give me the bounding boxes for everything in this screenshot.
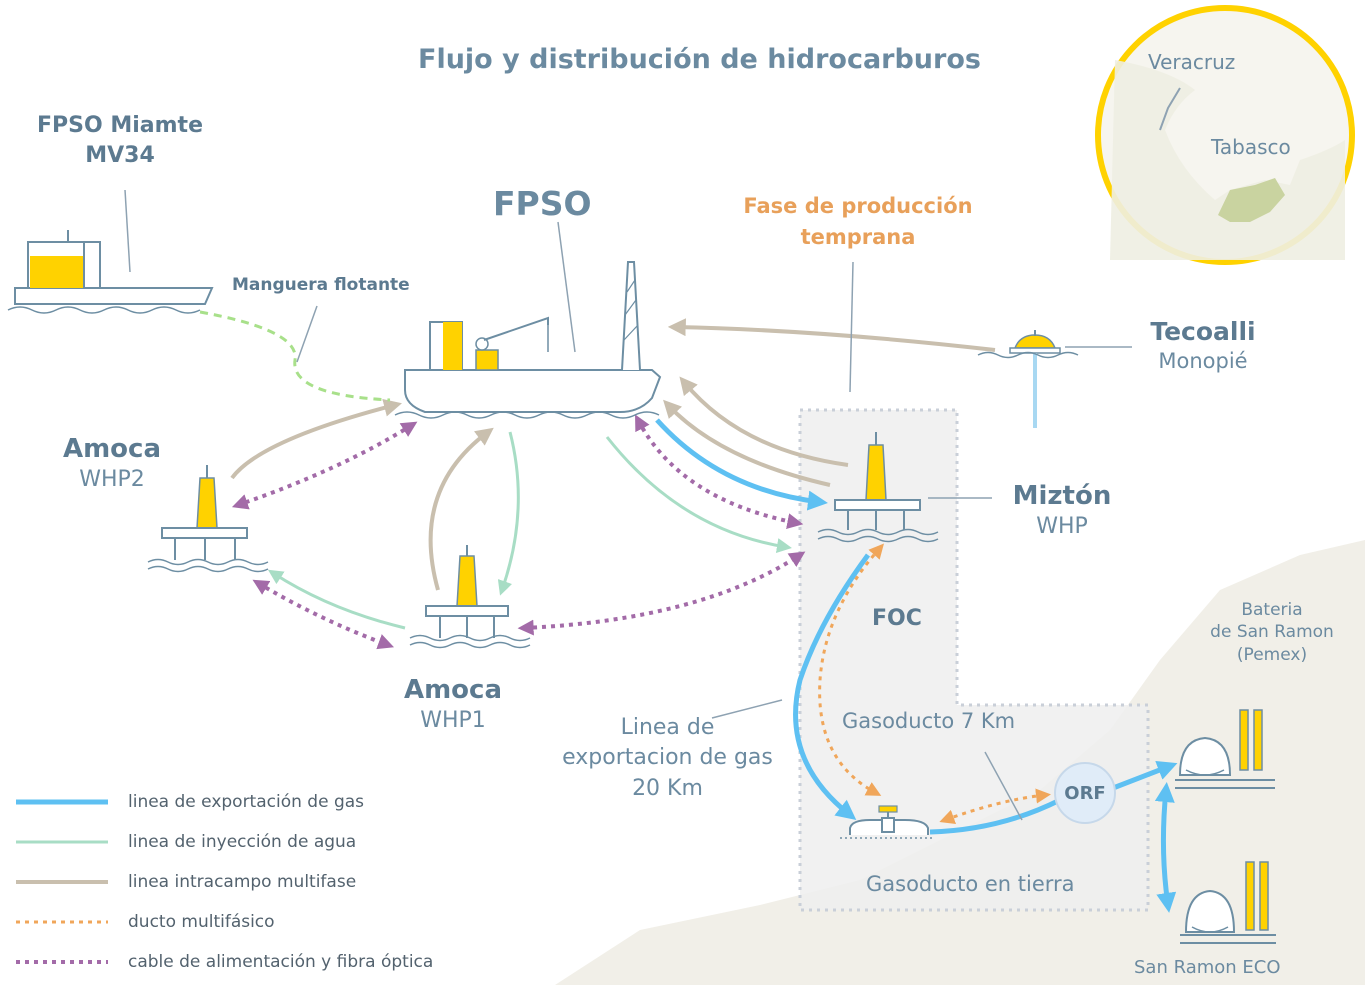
legend-item-multiphase-duct: ducto multifásico [16,912,275,932]
intrafield-line-amoca1 [428,427,494,591]
mizton-name: Miztón [1012,481,1112,511]
mizton-whp-label: Miztón WHP [1002,481,1122,541]
amoca-whp1-type: WHP1 [420,708,486,734]
foc-label: FOC [872,606,922,631]
amoca-whp2-label: Amoca WHP2 [52,434,172,494]
gas-export-mizton-shore [793,553,871,820]
leader-lines [124,189,1132,821]
orf-circle [1054,762,1116,824]
mizton-type: WHP [1036,514,1088,540]
amoca-whp1-label: Amoca WHP1 [393,675,513,735]
san-ramon-eco-label: San Ramon ECO [1134,957,1281,978]
multiphase-duct-mizton-shore [818,543,884,796]
amoca-whp2-platform [147,465,269,573]
fase-line1: Fase de producción [743,194,973,218]
legend-item-intrafield: linea intracampo multifase [16,872,356,892]
water-line-amoca1 [497,431,520,596]
fpso-miamte-label: FPSO Miamte MV34 [32,113,208,170]
gas-export-fpso-mizton [655,418,828,511]
map-tabasco-label: Tabasco [1211,135,1291,159]
map-veracruz-label: Veracruz [1148,50,1236,74]
san-ramon-eco-facility [1180,861,1276,944]
bateria-line1: Bateria [1241,600,1303,620]
power-fiber-fpso-amoca2 [231,421,418,510]
power-fiber-amoca1-mizton [517,551,806,636]
intrafield-line-tecoalli [667,318,996,352]
multiphase-duct-shore-orf [939,788,1051,824]
legend-item-water-injection: linea de inyección de agua [16,832,356,852]
diagram-title: Flujo y distribución de hidrocarburos [418,44,981,75]
shore-valve [840,805,935,839]
linea-line1: Linea de [620,715,715,740]
amoca-whp2-name: Amoca [62,434,162,464]
fase-line2: temprana [800,225,916,250]
linea-line2: exportacion de gas [562,745,773,771]
amoca-whp2-type: WHP2 [79,467,145,493]
fase-produccion-label: Fase de producción temprana [740,194,976,250]
bateria-san-ramon-facility [1175,709,1275,789]
tecoalli-name: Tecoalli [1150,317,1256,346]
power-fiber-fpso-mizton [635,414,804,529]
amoca-whp1-name: Amoca [403,675,503,705]
bateria-line3: (Pemex) [1236,644,1308,665]
legend-label: cable de alimentación y fibra óptica [128,952,434,972]
gas-export-orf-battery [1107,761,1178,793]
gasoducto-tierra-label: Gasoducto en tierra [866,872,1075,896]
legend-label: linea de inyección de agua [128,832,357,852]
legend-item-power-fiber: cable de alimentación y fibra óptica [16,952,433,972]
tecoalli-monopile [977,330,1079,428]
legend-label: linea de exportación de gas [128,792,365,812]
fpso-main-vessel [394,261,662,419]
gasoducto-7km-label: Gasoducto 7 Km [842,709,1016,733]
fpso-label: FPSO [493,184,592,223]
tecoalli-label: Tecoalli Monopié [1140,317,1266,374]
legend-item-gas-export: linea de exportación de gas [16,792,364,812]
fpso-miamte-vessel [7,230,214,314]
fpso-miamte-line2: MV34 [85,143,155,169]
orf-label: ORF [1064,783,1106,804]
manguera-label: Manguera flotante [232,275,410,295]
legend-label: linea intracampo multifase [128,872,357,892]
tecoalli-type: Monopié [1158,349,1248,373]
intrafield-line-amoca2 [230,398,402,480]
linea-exportacion-label: Linea de exportacion de gas 20 Km [555,715,780,802]
legend-label: ducto multifásico [128,912,275,932]
gas-export-battery-eco [1154,782,1177,913]
location-map [1095,5,1355,265]
linea-line3: 20 Km [632,775,703,801]
bateria-label: Bateria de San Ramon (Pemex) [1192,600,1352,665]
amoca-whp1-platform [409,545,531,649]
mizton-whp-platform [817,432,939,543]
floating-hose [199,310,391,402]
power-fiber-amoca2-amoca1 [252,579,395,650]
bateria-line2: de San Ramon [1210,622,1334,643]
fpso-miamte-line1: FPSO Miamte [37,113,203,138]
